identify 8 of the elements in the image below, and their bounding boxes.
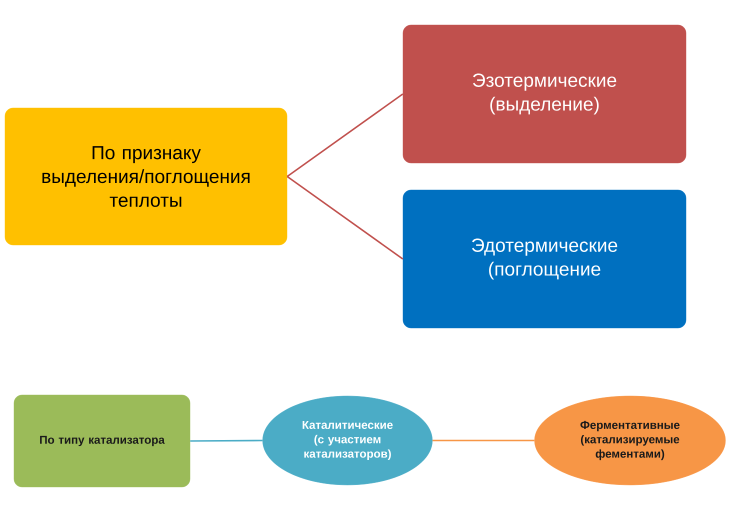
connector-line <box>190 440 262 442</box>
category-box: По признаку выделения/поглощения теплоты <box>4 108 288 246</box>
connector-line <box>286 93 404 178</box>
type-box: Эдотермические (поглощение <box>402 190 686 328</box>
connector-line <box>432 440 534 442</box>
category-box: По типу катализатора <box>14 394 190 488</box>
type-box: Эзотермические (выделение) <box>402 24 686 164</box>
connector-line <box>286 176 404 260</box>
